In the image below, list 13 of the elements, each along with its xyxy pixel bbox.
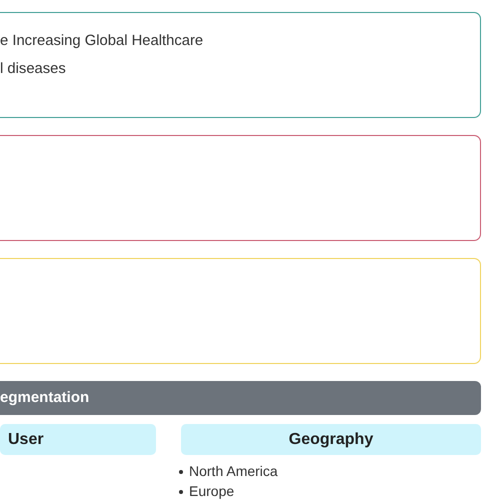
empty-card [0, 135, 481, 241]
category-header [181, 424, 481, 455]
empty-card [0, 258, 481, 364]
header-text: User [8, 430, 44, 450]
section-header-bar [0, 381, 481, 415]
list-item: North America [189, 462, 278, 481]
body-text: e Increasing Global Healthcare [0, 32, 204, 51]
body-text: l diseases [0, 60, 66, 79]
header-text: Geography [288, 430, 374, 450]
category-header [0, 424, 156, 455]
header-text: egmentation [0, 389, 90, 407]
list-item: Europe [189, 482, 234, 501]
content-card [0, 12, 481, 118]
